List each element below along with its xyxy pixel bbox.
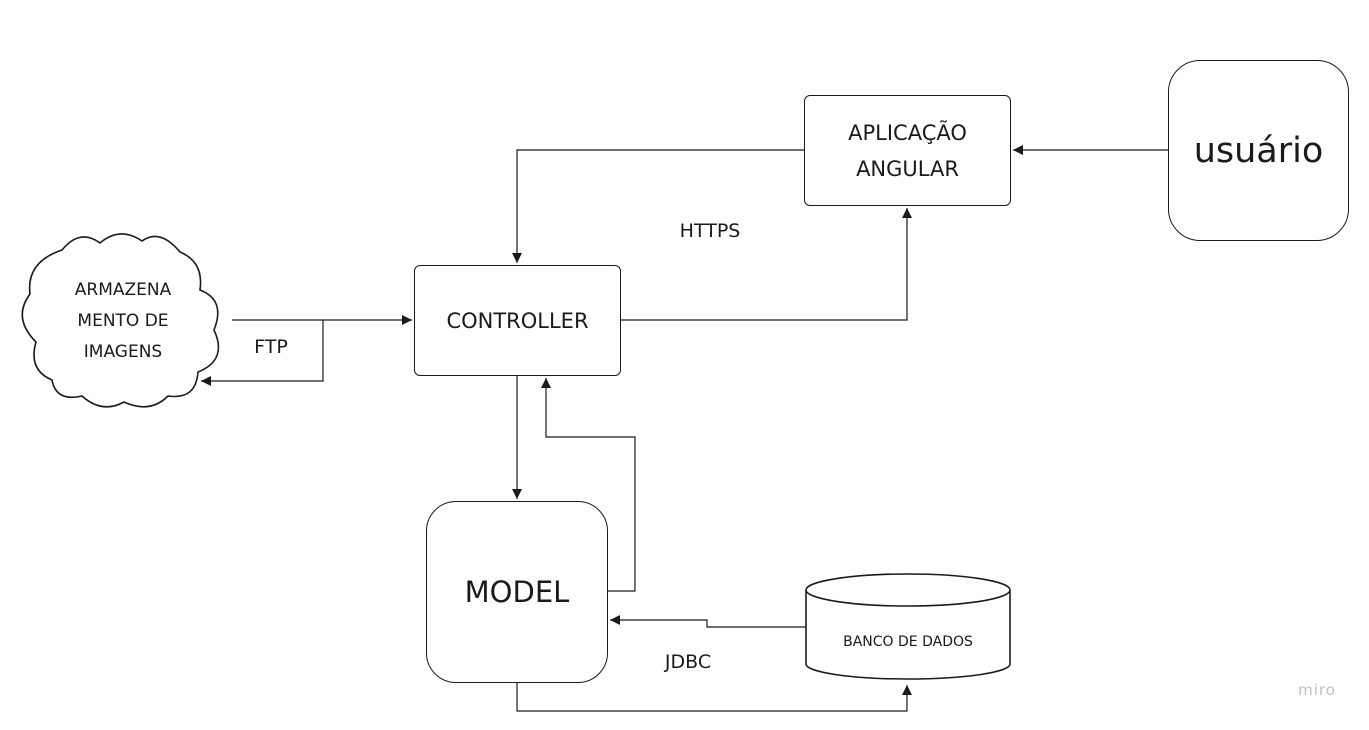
storage-node-label: ARMAZENA MENTO DE IMAGENS: [74, 280, 172, 362]
database-node-label: BANCO DE DADOS: [843, 634, 973, 650]
storage-cloud-shape: [21, 233, 220, 408]
edge-model-to-database: [516, 683, 912, 712]
database-cylinder: [805, 573, 1011, 680]
edge-model-to-controller: [541, 378, 636, 592]
app-node-label: APLICAÇÃO ANGULAR: [848, 120, 967, 181]
model-node-label: MODEL: [464, 575, 570, 609]
controller-node: CONTROLLER: [414, 265, 621, 376]
user-node: usuário: [1168, 60, 1349, 241]
controller-node-label: CONTROLLER: [446, 308, 589, 333]
model-node: MODEL: [426, 501, 608, 683]
jdbc-edge-label: JDBC: [664, 651, 712, 673]
edge-app-to-controller: [512, 149, 804, 263]
edge-database-to-model: [610, 615, 806, 628]
ftp-edge-label: FTP: [254, 336, 288, 358]
app-node: APLICAÇÃO ANGULAR: [804, 95, 1011, 206]
https-edge-label: HTTPS: [679, 220, 741, 242]
edge-controller-to-storage: [201, 320, 324, 386]
edge-controller-to-app: [621, 208, 912, 321]
miro-watermark: miro: [1298, 681, 1336, 699]
user-node-label: usuário: [1193, 130, 1324, 171]
